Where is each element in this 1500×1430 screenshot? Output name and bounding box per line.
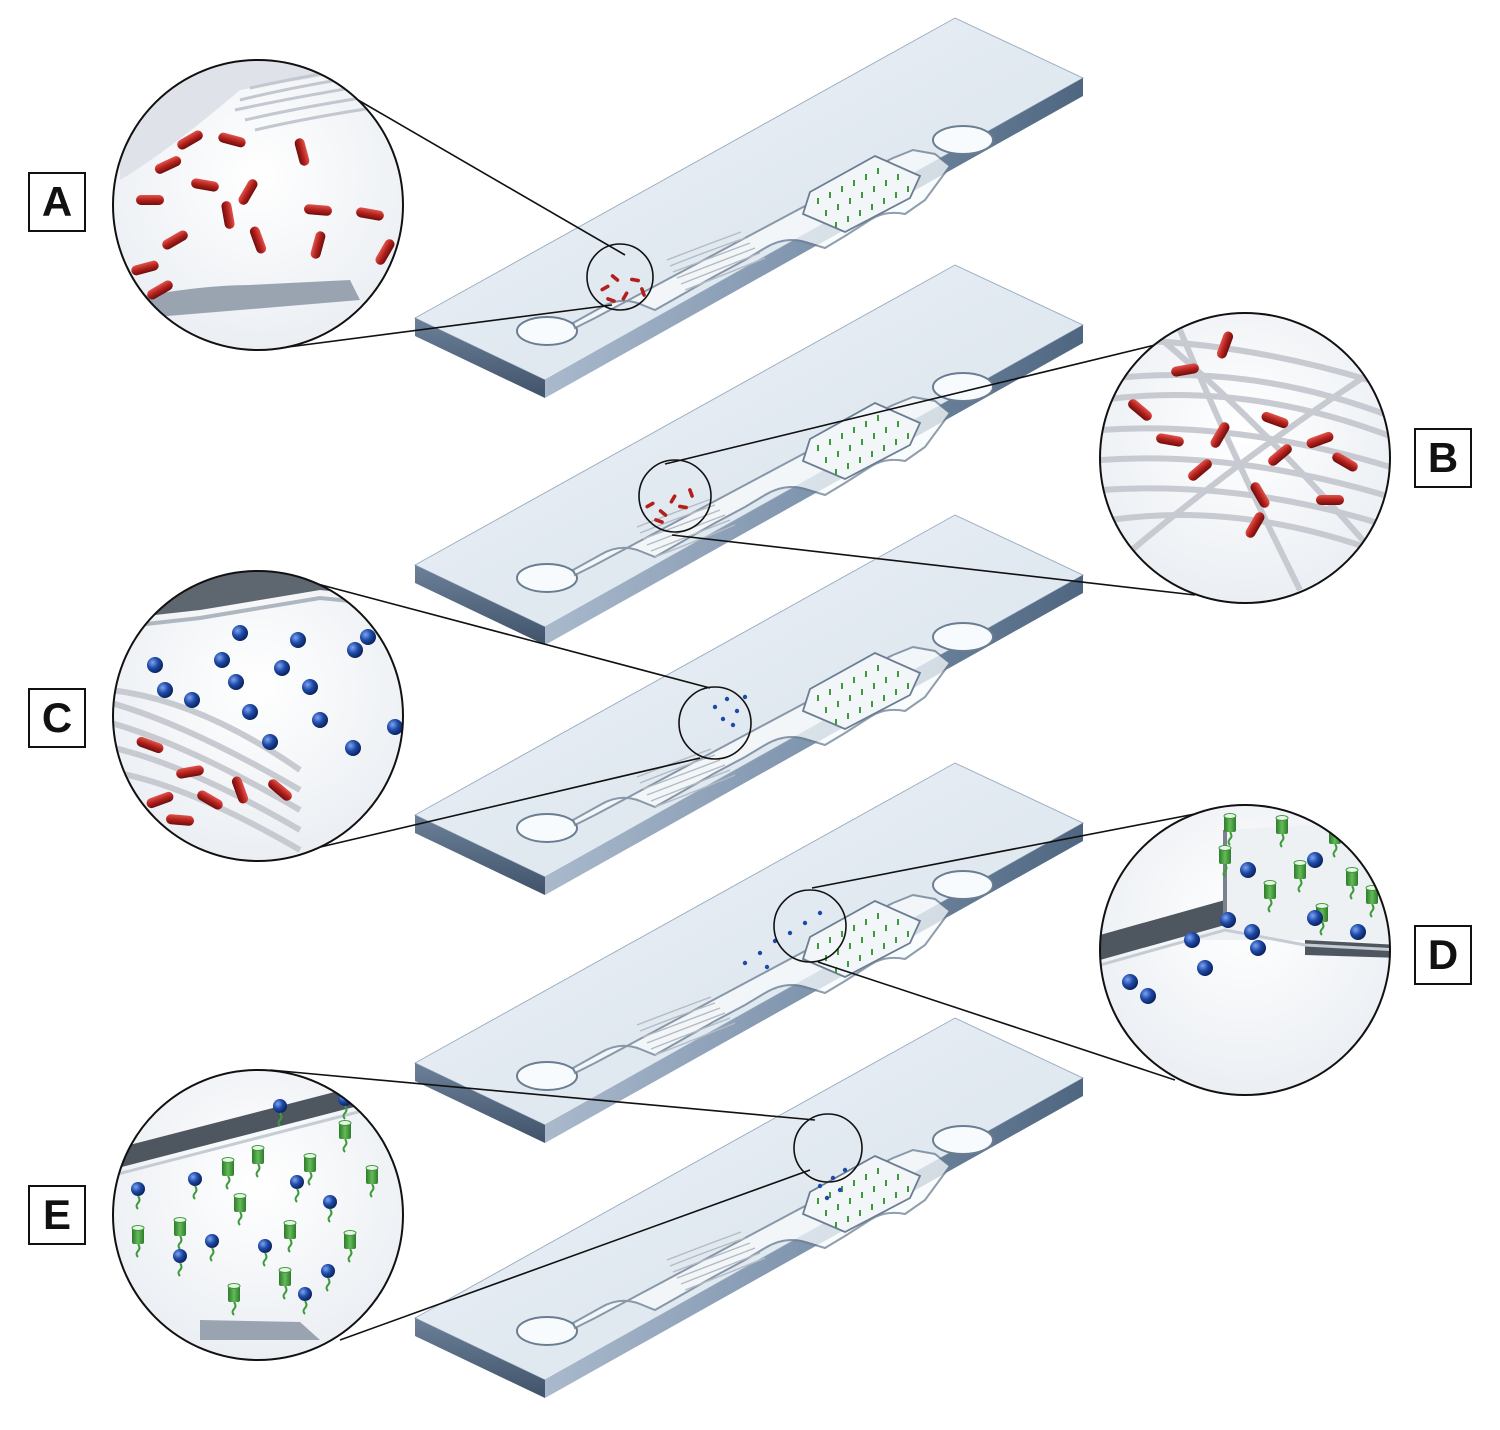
- panel-label-c: C: [28, 688, 86, 748]
- panel-label-a: A: [28, 172, 86, 232]
- zoom-circle-d: [1099, 804, 1391, 1096]
- panel-label-b: B: [1414, 428, 1472, 488]
- panel-label-d: D: [1414, 925, 1472, 985]
- zoom-circle-a: [112, 59, 404, 351]
- panel-label-e: E: [28, 1185, 86, 1245]
- zoom-connectors: [264, 99, 1201, 1341]
- zoom-circle-c: [112, 570, 404, 862]
- zoom-circle-e: [112, 1069, 404, 1361]
- zoom-circle-b: [1099, 312, 1391, 604]
